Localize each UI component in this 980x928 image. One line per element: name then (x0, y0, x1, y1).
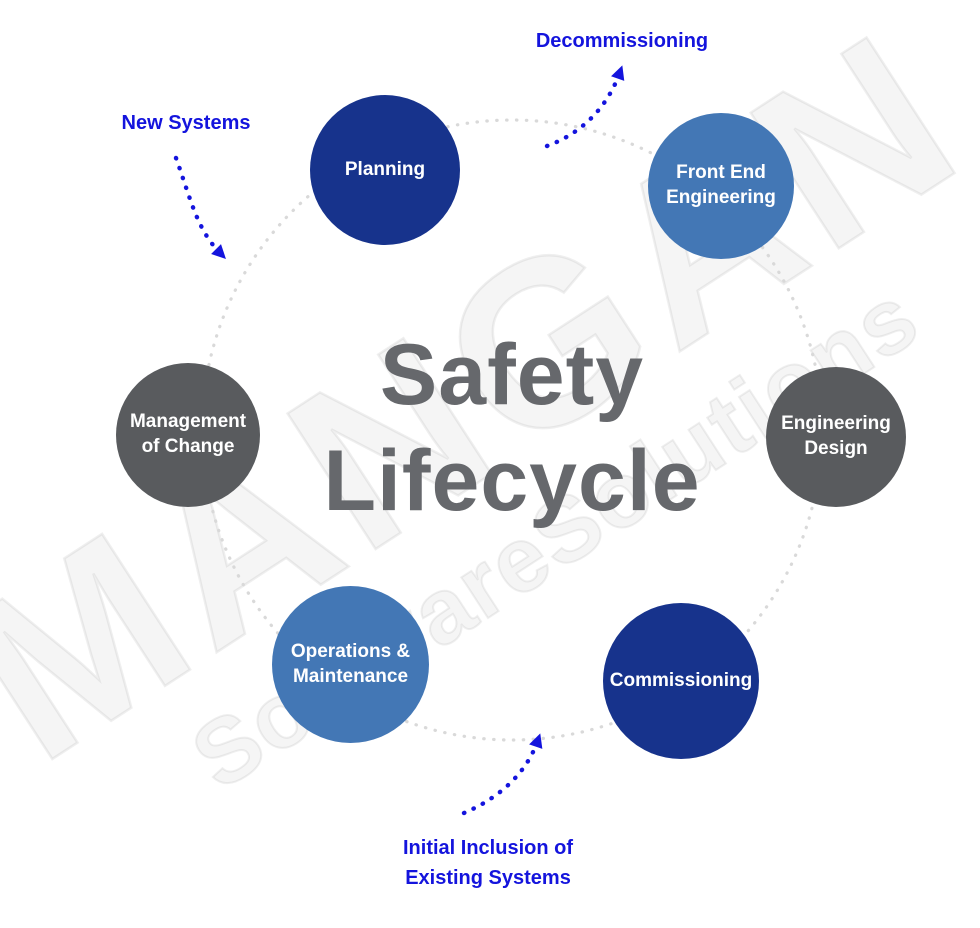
new-systems-arrow (173, 155, 226, 259)
node-operations-maintenance: Operations & Maintenance (272, 586, 429, 743)
annotation-decommissioning: Decommissioning (536, 26, 708, 56)
annotation-new-systems: New Systems (122, 108, 251, 138)
node-engineering-design-label: Engineering Design (781, 413, 891, 459)
annotation-decommissioning-label: Decommissioning (535, 30, 709, 52)
annotation-new-systems-label: New Systems (121, 112, 251, 134)
node-engineering-design: Engineering Design (766, 367, 906, 507)
annotation-initial-inclusion-line1: Initial Inclusion of (403, 837, 573, 859)
annotation-initial-inclusion-line2: Existing Systems (405, 867, 571, 889)
node-planning: Planning (310, 95, 460, 245)
node-commissioning-label: Commissioning (609, 669, 753, 691)
node-operations-maintenance-label: Operations & Maintenance (290, 640, 411, 687)
node-front-end-engineering: Front End Engineering (648, 113, 794, 259)
page-title-line2: Lifecycle (323, 433, 701, 529)
decommissioning-arrow (544, 65, 625, 149)
node-front-end-engineering-label: Front End Engineering (666, 162, 776, 208)
page-title: Safety Lifecycle (323, 322, 700, 534)
node-planning-label: Planning (344, 158, 426, 180)
annotation-initial-inclusion: Initial Inclusion of Existing Systems (403, 833, 573, 893)
node-management-of-change: Management of Change (116, 363, 260, 507)
initial-inclusion-arrow (461, 733, 543, 816)
page-title-line1: Safety (379, 327, 645, 423)
node-management-of-change-label: Management of Change (129, 411, 247, 457)
node-commissioning: Commissioning (603, 603, 759, 759)
